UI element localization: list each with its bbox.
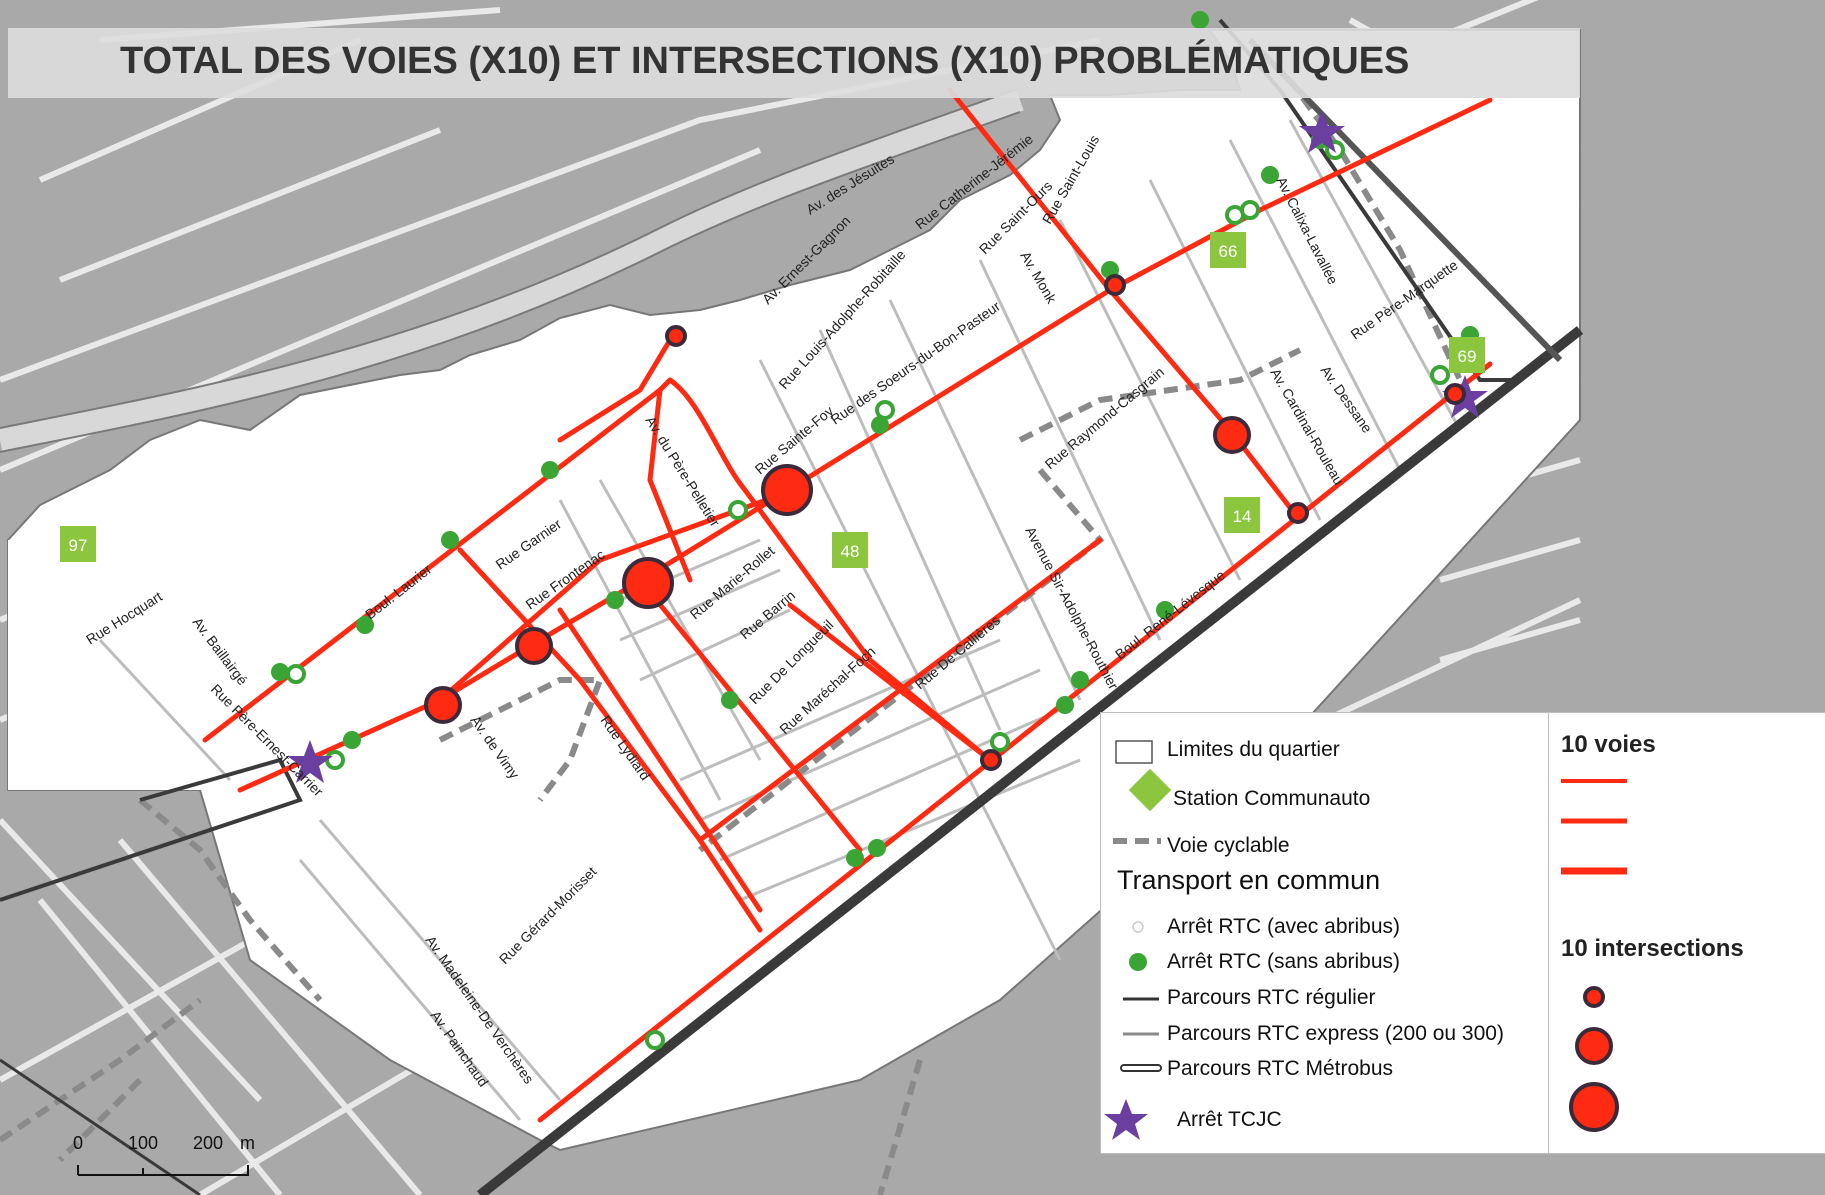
highway-edges [0, 87, 1021, 453]
legend-panel: Limites du quartier Station Communauto V… [1100, 712, 1550, 1154]
rtc-stop-shelter [325, 750, 345, 770]
legend-intersection-small [1583, 986, 1605, 1008]
legend-tcjc-label: Arrêt TCJC [1177, 1108, 1282, 1131]
intersection-medium [1213, 416, 1251, 454]
rtc-stop [846, 849, 864, 867]
rtc-stop-shelter [645, 1030, 665, 1050]
problem-road [947, 87, 1298, 517]
communauto-station-number: 97 [69, 536, 88, 555]
problem-road [787, 602, 993, 763]
rtc-stop [721, 691, 739, 709]
legend-stop-label: Arrêt RTC (sans abribus) [1167, 950, 1401, 973]
communauto-station: 14 [1224, 497, 1260, 533]
tcjc-star [287, 740, 333, 783]
rtc-stop [343, 731, 361, 749]
rtc-stop [1056, 696, 1074, 714]
rtc-stop-shelter [990, 732, 1010, 752]
legend-limits-label: Limites du quartier [1167, 738, 1340, 761]
title-bar [8, 28, 1580, 98]
rtc-stop [1191, 11, 1209, 29]
rtc-stop [1071, 671, 1089, 689]
tcjc-star [1299, 110, 1345, 153]
rtc-stop [441, 531, 459, 549]
intersection-medium [424, 686, 462, 724]
legend-route-metrobus-label: Parcours RTC Métrobus [1167, 1057, 1394, 1080]
rtc-stop [1156, 601, 1174, 619]
legend-limits-symbol [1115, 740, 1153, 764]
legend-stop-shelter-label: Arrêt RTC (avec abribus) [1167, 915, 1401, 938]
problem-intersections [424, 274, 1466, 771]
rtc-stop [868, 839, 886, 857]
neighbourhood-area [7, 29, 1581, 1152]
rtc-stop [871, 416, 889, 434]
rtc-stop-shelter [1240, 200, 1260, 220]
legend-intersection-medium [1575, 1027, 1613, 1065]
problem-road [537, 361, 1493, 1123]
communauto-station: 97 [60, 526, 96, 562]
communauto-station-number: 69 [1458, 347, 1477, 366]
map-title: TOTAL DES VOIES (X10) ET INTERSECTIONS (… [120, 40, 1410, 82]
rtc-stop [1261, 166, 1279, 184]
legend-route-regular-label: Parcours RTC régulier [1167, 986, 1376, 1009]
neighbourhood-left-strip [8, 540, 230, 790]
communauto-station: 69 [1449, 337, 1485, 373]
intersection-small [1287, 502, 1309, 524]
problem-road [437, 492, 783, 703]
legend-route-express-label: Parcours RTC express (200 ou 300) [1167, 1022, 1504, 1045]
problem-road [647, 387, 693, 583]
intersection-large [622, 557, 674, 609]
rtc-stop [271, 663, 289, 681]
intersection-small [1444, 383, 1466, 405]
legend-communauto-symbol [1128, 768, 1172, 812]
legend-problem-symbols [1561, 779, 1627, 1132]
communauto-station-number: 66 [1219, 242, 1238, 261]
scale-unit: m [240, 1133, 255, 1153]
scale-label-200: 200 [193, 1133, 224, 1153]
rtc-stop-shelter [286, 664, 306, 684]
communauto-station: 66 [1210, 232, 1246, 268]
legend-transit-header: Transport en commun [1117, 865, 1381, 895]
problem-road [557, 607, 763, 913]
problem-road [667, 377, 993, 763]
scale-label-100: 100 [128, 1133, 159, 1153]
intersection-medium [515, 627, 553, 665]
intersection-small [980, 749, 1002, 771]
problem-road [637, 577, 863, 853]
highway [0, 89, 1024, 451]
rtc-stop-shelter [728, 500, 748, 520]
legend-intersection-large [1569, 1082, 1619, 1132]
legend-problem-panel: 10 voies 10 intersections [1548, 712, 1825, 1154]
rtc-stop-shelter [1430, 365, 1450, 385]
problem-road [557, 337, 673, 443]
intersection-small [665, 325, 687, 347]
problem-road [697, 537, 1103, 843]
scale-label-0: 0 [73, 1133, 84, 1153]
legend-tcjc-symbol [1104, 1099, 1148, 1140]
intersection-large [761, 464, 813, 516]
rtc-stop [356, 616, 374, 634]
scale-bar [77, 1165, 249, 1176]
neighbourhood-streets [98, 119, 1462, 1121]
legend-stop-symbol [1129, 953, 1147, 971]
rtc-stop [606, 591, 624, 609]
problem-road [457, 547, 763, 933]
rtc-stop [541, 461, 559, 479]
communauto-station: 48 [832, 532, 868, 568]
communauto-station-number: 48 [841, 542, 860, 561]
rtc-stop-shelter [875, 400, 895, 420]
communauto-stations: 97 48 66 14 69 [60, 232, 1485, 568]
legend-symbols [1104, 740, 1172, 1140]
legend-communauto-label: Station Communauto [1173, 787, 1371, 810]
legend-route-metrobus-symbol [1120, 1064, 1162, 1072]
intersection-small [1104, 274, 1126, 296]
legend-intersections-title: 10 intersections [1561, 935, 1744, 962]
communauto-station-number: 14 [1233, 507, 1252, 526]
legend-stop-shelter-symbol [1132, 921, 1144, 933]
legend-voies-title: 10 voies [1561, 731, 1656, 758]
legend-cycle-label: Voie cyclable [1167, 834, 1290, 857]
